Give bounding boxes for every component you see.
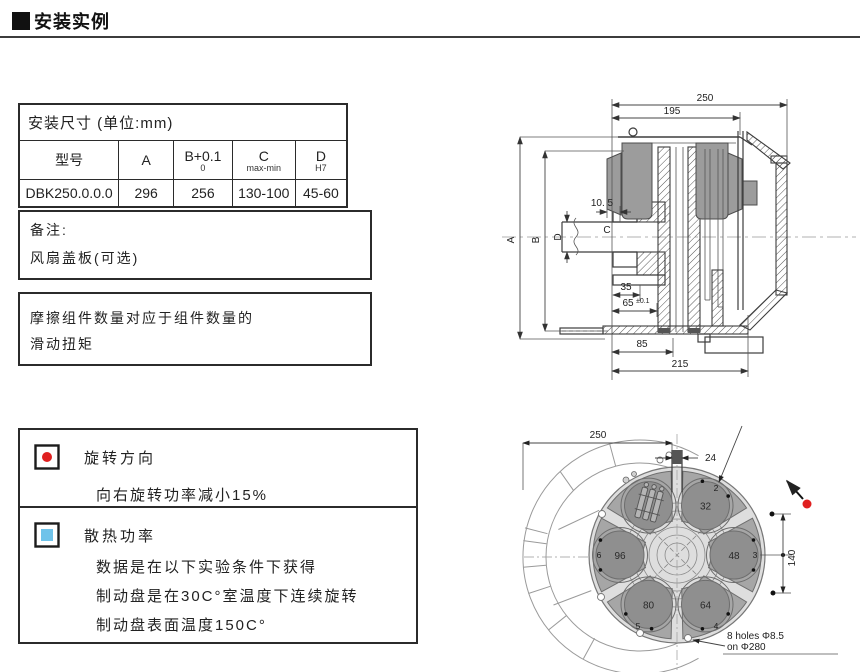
heat-line3: 制动盘表面温度150C° [96, 617, 267, 634]
col-a: A [118, 140, 175, 180]
pad-index-6: 6 [597, 550, 602, 560]
pad-index-2: 2 [714, 483, 719, 493]
rotation-legend-box: 旋转方向 向右旋转功率减小15% [18, 428, 418, 508]
top-key [672, 450, 682, 464]
pad-mechanism-detail [634, 482, 665, 523]
friction-pads: 32 48 64 80 96 2 3 4 5 6 [592, 470, 762, 640]
brake-disc-hub [657, 146, 701, 333]
table-header-row: 型号 A B+0.1 0 C max-min D H7 [18, 140, 348, 180]
remark-box: 备注: 风扇盖板(可选) [18, 210, 372, 280]
dim-85-label: 85 [636, 339, 648, 350]
col-c-title: C [258, 147, 269, 164]
friction-note-box: 摩擦组件数量对应于组件数量的 滑动扭矩 [18, 292, 372, 366]
eye-bolt-icon [628, 127, 638, 137]
rotation-marker-icon [34, 444, 60, 470]
dim-65-tolerance: ±0.1 [636, 298, 650, 305]
dimension-table: 安装尺寸 (单位:mm) 型号 A B+0.1 0 C max-min D H7… [18, 103, 348, 208]
title-square-icon [12, 12, 30, 30]
col-b-title: B+0.1 [184, 147, 222, 164]
col-d: D H7 [294, 140, 348, 180]
dim-24-label: 24 [705, 453, 717, 464]
col-d-title: D [315, 147, 326, 164]
dim-B-label: B [531, 236, 542, 243]
col-d-sub: H7 [315, 162, 327, 173]
heat-marker-icon [34, 522, 60, 548]
dim-65-label: 65 [622, 298, 634, 309]
pad-value-64: 64 [700, 600, 712, 611]
remark-title: 备注: [30, 222, 68, 238]
cell-model: DBK250.0.0.0 [18, 179, 120, 208]
cell-a: 296 [118, 179, 175, 208]
dim-140-label: 140 [787, 549, 798, 566]
cell-c: 130-100 [231, 179, 296, 208]
dim-35-label: 35 [620, 282, 632, 293]
friction-note-line2: 滑动扭矩 [30, 336, 94, 352]
col-c-sub: max-min [246, 162, 282, 173]
pad-index-dots [598, 479, 756, 631]
pad-index-3: 3 [753, 550, 758, 560]
dim-C-label: C [603, 225, 610, 236]
pad-value-32: 32 [700, 502, 712, 513]
title-divider [0, 36, 860, 38]
heat-line1: 数据是在以下实验条件下获得 [96, 559, 318, 576]
pad-value-96: 96 [614, 551, 626, 562]
cell-d: 45-60 [294, 179, 348, 208]
table-caption-row: 安装尺寸 (单位:mm) [18, 103, 348, 141]
dim-215-label: 215 [672, 359, 689, 370]
col-model: 型号 [18, 140, 120, 180]
col-b: B+0.1 0 [173, 140, 233, 180]
cross-section-drawing: 250 195 A B D C 10. 5 35 [502, 93, 856, 380]
dim-front-250-label: 250 [590, 430, 607, 441]
mounting-holes [597, 451, 776, 642]
dim-A-label: A [506, 236, 517, 243]
dim-195-label: 195 [664, 106, 681, 117]
pad-index-5: 5 [636, 621, 641, 631]
heat-line2: 制动盘是在30C°室温度下连续旋转 [96, 588, 359, 605]
holes-note-line1: 8 holes Φ8.5 [727, 631, 784, 642]
cell-b: 256 [173, 179, 233, 208]
fan-cover [739, 130, 791, 331]
mounting-bracket [559, 269, 764, 354]
dim-D-label: D [553, 233, 564, 240]
front-view-drawing: 32 48 64 80 96 2 3 4 5 6 [522, 425, 838, 672]
heat-title: 散热功率 [84, 527, 157, 545]
dim-250-label: 250 [697, 93, 714, 104]
holes-note-line2: on Φ280 [727, 642, 766, 653]
rotation-legend-head: 旋转方向 [34, 444, 416, 470]
col-c: C max-min [231, 140, 296, 180]
disc-plates [704, 131, 744, 310]
table-row: DBK250.0.0.0 296 256 130-100 45-60 [18, 179, 348, 208]
heat-legend-head: 散热功率 [34, 522, 416, 548]
friction-elements [606, 127, 758, 220]
page-title: 安装实例 [12, 8, 110, 34]
table-caption: 安装尺寸 (单位:mm) [18, 103, 348, 141]
remark-body: 风扇盖板(可选) [30, 250, 140, 266]
front-dimensions: 250 24 140 8 holes Φ8.5 on Φ280 [522, 425, 838, 655]
pad-value-80: 80 [643, 600, 655, 611]
dim-10-5-label: 10. 5 [591, 198, 614, 209]
col-b-sub: 0 [200, 162, 206, 173]
heat-legend-box: 散热功率 数据是在以下实验条件下获得 制动盘是在30C°室温度下连续旋转 制动盘… [18, 506, 418, 644]
rotation-direction-icon [785, 479, 812, 509]
pad-index-4: 4 [714, 621, 719, 631]
rotation-body: 向右旋转功率减小15% [96, 487, 269, 504]
pad-value-48: 48 [728, 551, 740, 562]
friction-note-line1: 摩擦组件数量对应于组件数量的 [30, 310, 254, 326]
shaft [561, 217, 637, 256]
page-title-label: 安装实例 [34, 12, 110, 32]
section-dimensions: 250 195 A B D C 10. 5 35 [506, 93, 788, 380]
rotation-title: 旋转方向 [84, 449, 157, 467]
